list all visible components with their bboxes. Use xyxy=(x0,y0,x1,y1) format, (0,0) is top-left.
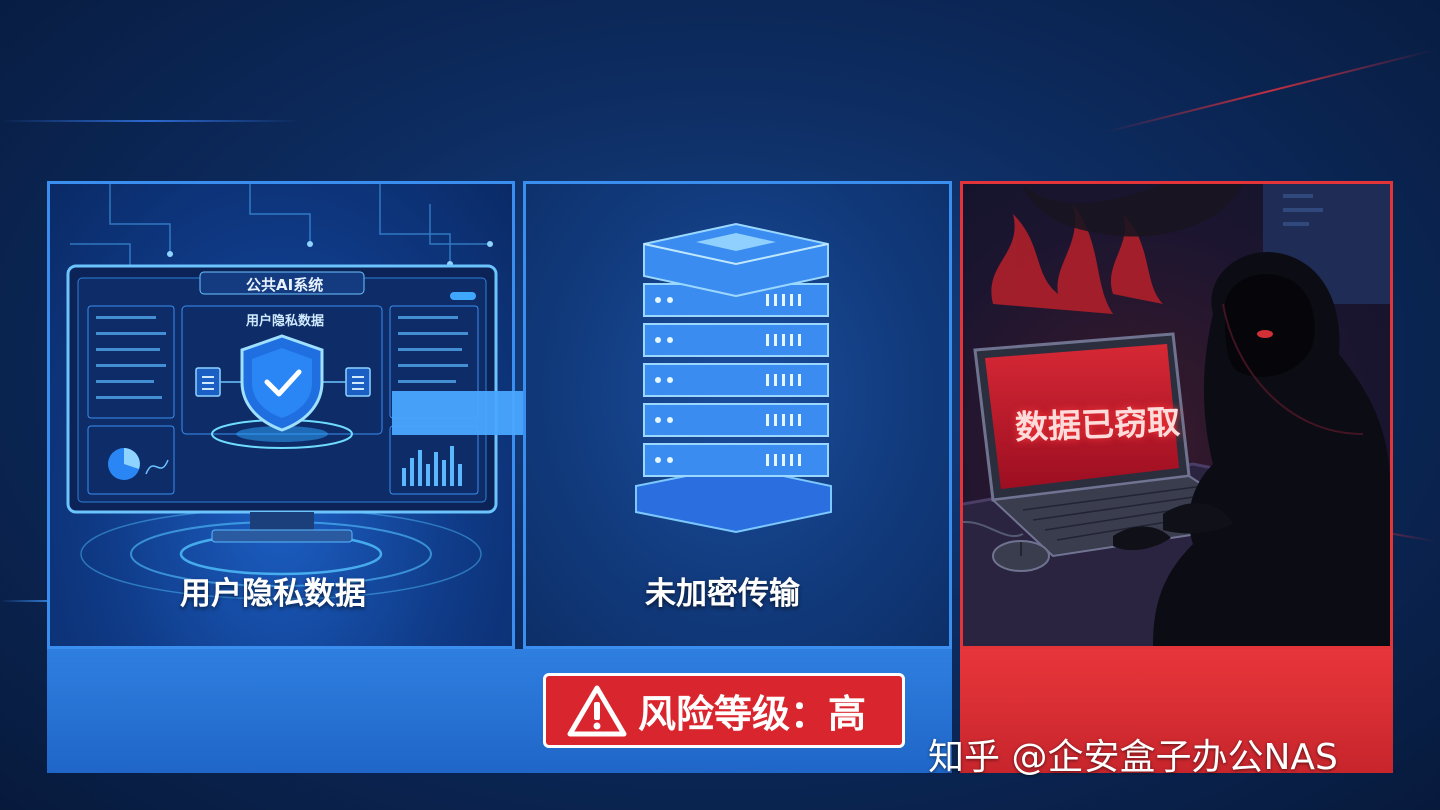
caption-transfer: 未加密传输 xyxy=(645,568,800,613)
warning-icon xyxy=(566,684,628,738)
caption-user-data: 用户隐私数据 xyxy=(180,568,366,613)
background-streak xyxy=(0,120,300,122)
screen-title: 用户隐私数据 xyxy=(246,310,324,329)
stolen-screen-text: 数据已窃取 xyxy=(1014,395,1181,449)
document-icon xyxy=(346,368,370,396)
pie-chart-icon xyxy=(108,448,140,480)
risk-level-label: 风险等级：高 xyxy=(638,683,866,738)
monitor-title: 公共AI系统 xyxy=(246,274,323,295)
document-icon xyxy=(196,368,220,396)
background-streak xyxy=(1105,49,1435,133)
watermark-text: 知乎 @企安盒子办公NAS xyxy=(928,728,1338,780)
risk-level-badge: 风险等级：高 xyxy=(543,673,905,748)
